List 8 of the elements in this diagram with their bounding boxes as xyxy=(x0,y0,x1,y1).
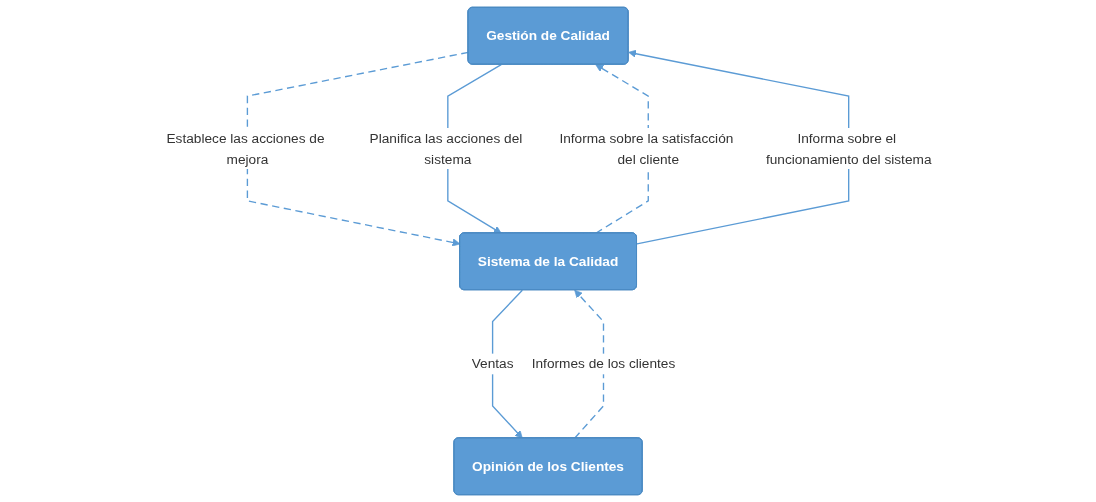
edge-label: Informa sobre el funcionamiento del sistema xyxy=(765,129,932,166)
edge-label: Ventas xyxy=(471,355,514,371)
edge-label: Informa sobre la satisfacción del cliente xyxy=(559,129,734,166)
edge-label: Informes de los clientes xyxy=(531,355,676,371)
edge-label: Planifica las acciones del sistema xyxy=(369,129,523,166)
arrow xyxy=(628,49,850,245)
edge-label: Establece las acciones de mejora xyxy=(166,129,325,166)
arrow xyxy=(573,289,605,439)
